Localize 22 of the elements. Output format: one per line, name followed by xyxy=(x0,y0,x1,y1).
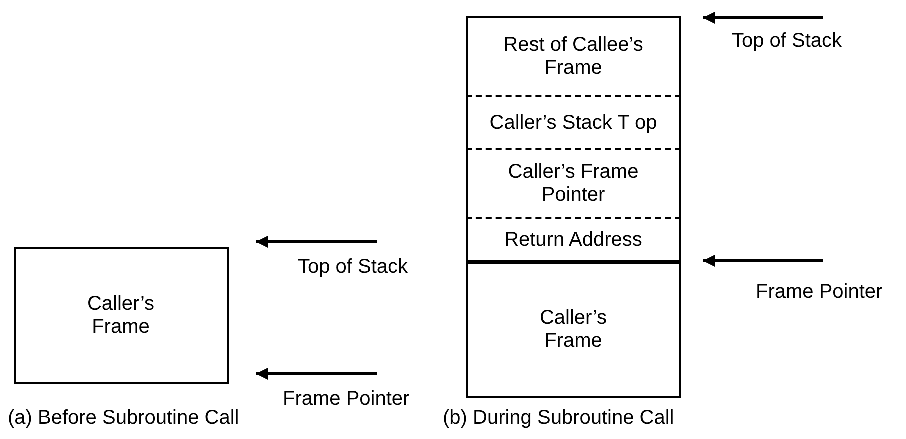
figure-caption: (a) Before Subroutine Call xyxy=(8,407,240,430)
pointer-label: Top of Stack xyxy=(732,30,842,53)
box-label: Caller’s Stack T op xyxy=(488,112,658,134)
pointer-arrow xyxy=(703,255,823,267)
figure-caption: (b) During Subroutine Call xyxy=(443,407,674,430)
box-label: Caller’s Frame xyxy=(538,307,608,353)
stack-slot xyxy=(466,217,681,262)
stack-slot xyxy=(466,148,681,218)
pointer-label: Frame Pointer xyxy=(756,281,883,304)
stack-slot xyxy=(466,95,681,149)
stack-slot xyxy=(466,260,681,398)
pointer-label: Frame Pointer xyxy=(283,388,410,411)
box-label: Rest of Callee’s Frame xyxy=(502,34,644,80)
pointer-arrow xyxy=(703,12,823,24)
box-label: Caller’s Frame xyxy=(86,292,156,338)
box-label: Return Address xyxy=(504,229,644,252)
pointer-label: Top of Stack xyxy=(298,256,408,279)
stack-frame-box xyxy=(14,247,229,384)
pointer-arrow xyxy=(256,368,377,380)
box-label: Caller’s Frame Pointer xyxy=(507,161,640,207)
pointer-arrow xyxy=(256,236,377,248)
stack-slot xyxy=(466,16,681,96)
